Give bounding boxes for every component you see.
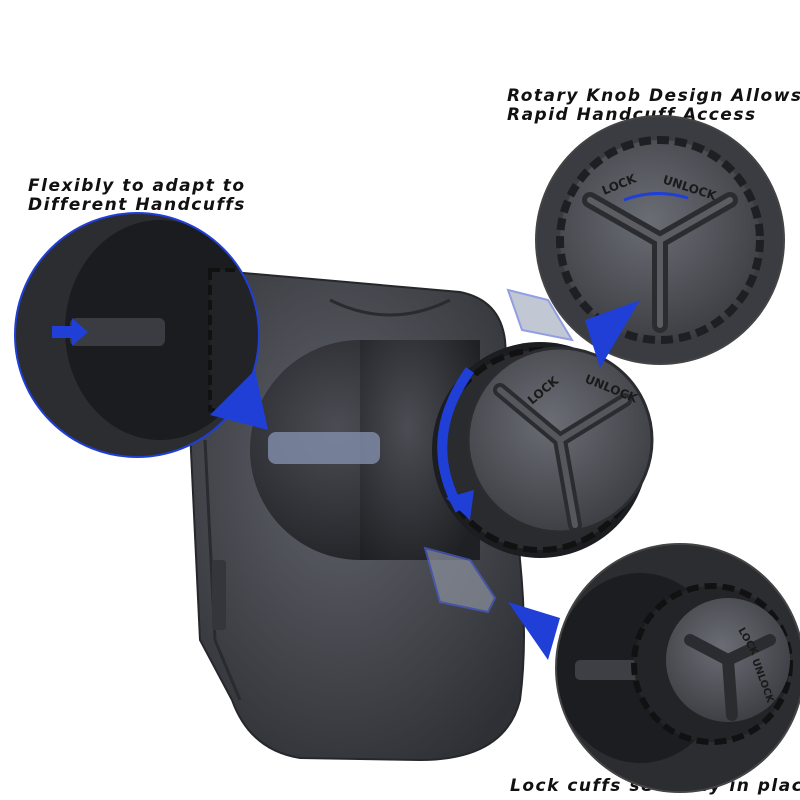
callout-bottom-right: LOCK UNLOCK bbox=[508, 543, 800, 793]
rotation-arrow-icon bbox=[437, 367, 475, 513]
caption-flexible-adapt: Flexibly to adapt to Different Handcuffs bbox=[28, 177, 246, 215]
caption-rotary-line1: Rotary Knob Design Allows bbox=[507, 86, 800, 106]
callout-pointer-left bbox=[210, 370, 268, 430]
callout-pointer-top-right bbox=[585, 300, 640, 368]
callout-rotation-arrow-icon bbox=[623, 191, 689, 202]
callout-left bbox=[14, 212, 268, 458]
caption-flex-line1: Flexibly to adapt to bbox=[28, 176, 246, 196]
caption-flex-line2: Different Handcuffs bbox=[28, 195, 246, 215]
handcuff-slot bbox=[268, 432, 380, 464]
cylinder-housing bbox=[250, 340, 480, 560]
guide-tabs bbox=[423, 288, 575, 614]
push-arrow-icon bbox=[52, 318, 88, 346]
callout-top-right: LOCK UNLOCK bbox=[535, 115, 785, 368]
rotary-knob: LOCK UNLOCK bbox=[432, 342, 654, 558]
callout-pointer-bottom-right bbox=[508, 602, 560, 660]
